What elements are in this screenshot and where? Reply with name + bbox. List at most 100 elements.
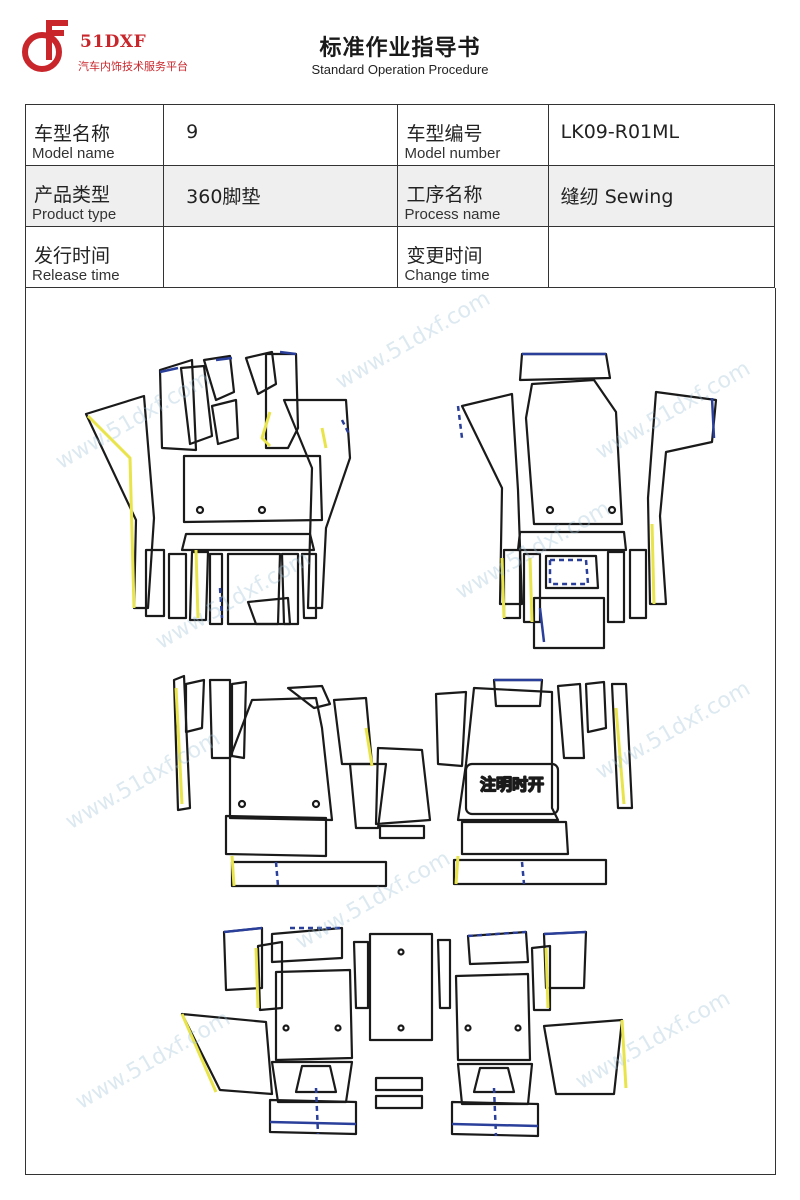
pattern-piece: [188, 550, 210, 622]
process-name-label-zh: 工序名称: [406, 184, 483, 206]
pattern-group-top-left: [84, 350, 352, 626]
pattern-piece: [460, 392, 524, 606]
pattern-piece: [84, 394, 156, 610]
pattern-hole: [397, 1024, 405, 1032]
process-name-label-cell: 工序名称 Process name: [397, 165, 549, 227]
pattern-piece: [230, 680, 248, 760]
pattern-piece: [374, 746, 432, 826]
info-row-model: 车型名称 Model name 9 车型编号 Model number LK09…: [24, 104, 776, 166]
pattern-piece: [286, 684, 332, 710]
pattern-piece: [518, 352, 612, 382]
change-time-label-zh: 变更时间: [406, 245, 483, 267]
pattern-group-middle: [172, 674, 634, 888]
pattern-piece: [556, 682, 586, 760]
change-time-label-en: Change time: [404, 267, 490, 284]
pattern-piece: [274, 968, 354, 1062]
process-name-label-en: Process name: [404, 206, 501, 223]
blue-edge-group-top-left: [159, 350, 352, 619]
model-number-label-cell: 车型编号 Model number: [397, 104, 549, 166]
model-name-label-en: Model name: [32, 145, 115, 162]
pattern-hole: [514, 1024, 522, 1032]
pattern-piece: [374, 1094, 424, 1110]
pattern-hole: [397, 948, 405, 956]
pattern-piece: [584, 680, 608, 734]
pattern-piece: [256, 940, 284, 1012]
pattern-piece: [450, 1100, 540, 1138]
model-name-label-cell: 车型名称 Model name: [24, 104, 165, 166]
pattern-piece: [610, 682, 634, 810]
product-type-label-zh: 产品类型: [34, 184, 111, 206]
pattern-hole: [282, 1024, 290, 1032]
pattern-piece: [368, 932, 434, 1042]
pattern-hole: [257, 505, 267, 515]
logo-mark-icon: [22, 20, 68, 72]
yellow-edge-group-top-right: [500, 523, 656, 623]
release-time-label-zh: 发行时间: [34, 245, 111, 267]
pattern-piece: [436, 938, 452, 1010]
pattern-piece: [180, 532, 316, 552]
pattern-piece: [202, 354, 236, 402]
pattern-piece: [210, 398, 240, 446]
release-time-label-cell: 发行时间 Release time: [24, 226, 165, 288]
pattern-piece: [282, 398, 352, 610]
pattern-piece: [434, 690, 468, 768]
pattern-piece: [544, 554, 600, 590]
pattern-hole: [464, 1024, 472, 1032]
pattern-piece: [628, 548, 648, 620]
pattern-hole: [545, 505, 555, 515]
logo-name: 51DXF: [80, 32, 147, 52]
pattern-piece: [374, 1076, 424, 1092]
yellow-edge-group-top-left: [86, 411, 328, 619]
pattern-piece: [270, 1060, 354, 1104]
pattern-piece: [167, 552, 188, 620]
document-title: 标准作业指导书: [319, 36, 481, 61]
model-number-value: LK09-R01ML: [560, 121, 680, 143]
pattern-piece: [522, 552, 542, 624]
note-box: [464, 762, 560, 816]
blue-edge-group-bottom: [223, 926, 587, 1137]
pattern-piece: [294, 1064, 338, 1094]
pattern-piece: [180, 1012, 274, 1096]
pattern-piece: [524, 378, 624, 526]
info-row-time: 发行时间 Release time 变更时间 Change time: [24, 226, 776, 288]
pattern-hole: [195, 505, 205, 515]
model-name-value: 9: [186, 121, 199, 143]
pattern-piece: [516, 530, 628, 552]
product-type-label-cell: 产品类型 Product type: [24, 165, 165, 227]
pattern-group-bottom: [180, 926, 624, 1138]
pattern-piece: [472, 1066, 516, 1094]
pattern-piece: [184, 678, 206, 734]
product-type-label-en: Product type: [32, 206, 117, 223]
process-name-value: 缝纫 Sewing: [560, 186, 674, 208]
pattern-piece: [492, 678, 544, 708]
pattern-piece: [208, 552, 224, 626]
pattern-group-top-right: [460, 352, 718, 650]
pattern-piece: [542, 1018, 624, 1096]
pattern-piece: [454, 972, 532, 1062]
pattern-piece: [179, 364, 214, 446]
info-row-product: 产品类型 Product type 360脚垫 工序名称 Process nam…: [24, 165, 776, 227]
yellow-edge-group-bottom: [180, 947, 628, 1093]
product-type-value-cell: 360脚垫: [163, 165, 399, 227]
model-number-value-cell: LK09-R01ML: [547, 104, 776, 166]
release-time-value-cell: [163, 226, 399, 288]
pattern-piece: [268, 1098, 358, 1136]
release-time-label-en: Release time: [32, 267, 120, 284]
pattern-piece: [244, 350, 278, 396]
pattern-piece: [460, 820, 570, 856]
pattern-piece: [606, 550, 626, 624]
pattern-piece: [300, 552, 318, 620]
note-label: 注明时开: [480, 775, 544, 794]
document-header: 51DXF 汽车内饰技术服务平台 标准作业指导书 Standard Operat…: [0, 0, 800, 100]
info-table: 车型名称 Model name 9 车型编号 Model number LK09…: [24, 104, 776, 288]
floor-mat-pattern-drawing: 注明时开: [84, 350, 718, 1138]
pattern-piece: [352, 940, 370, 1010]
blue-edge-group-middle: [274, 678, 542, 887]
pattern-piece: [532, 596, 606, 650]
model-name-label-zh: 车型名称: [34, 123, 111, 145]
pattern-hole: [334, 1024, 342, 1032]
change-time-value-cell: [547, 226, 776, 288]
change-time-label-cell: 变更时间 Change time: [397, 226, 549, 288]
pattern-piece: [144, 548, 166, 618]
pattern-hole: [607, 505, 617, 515]
